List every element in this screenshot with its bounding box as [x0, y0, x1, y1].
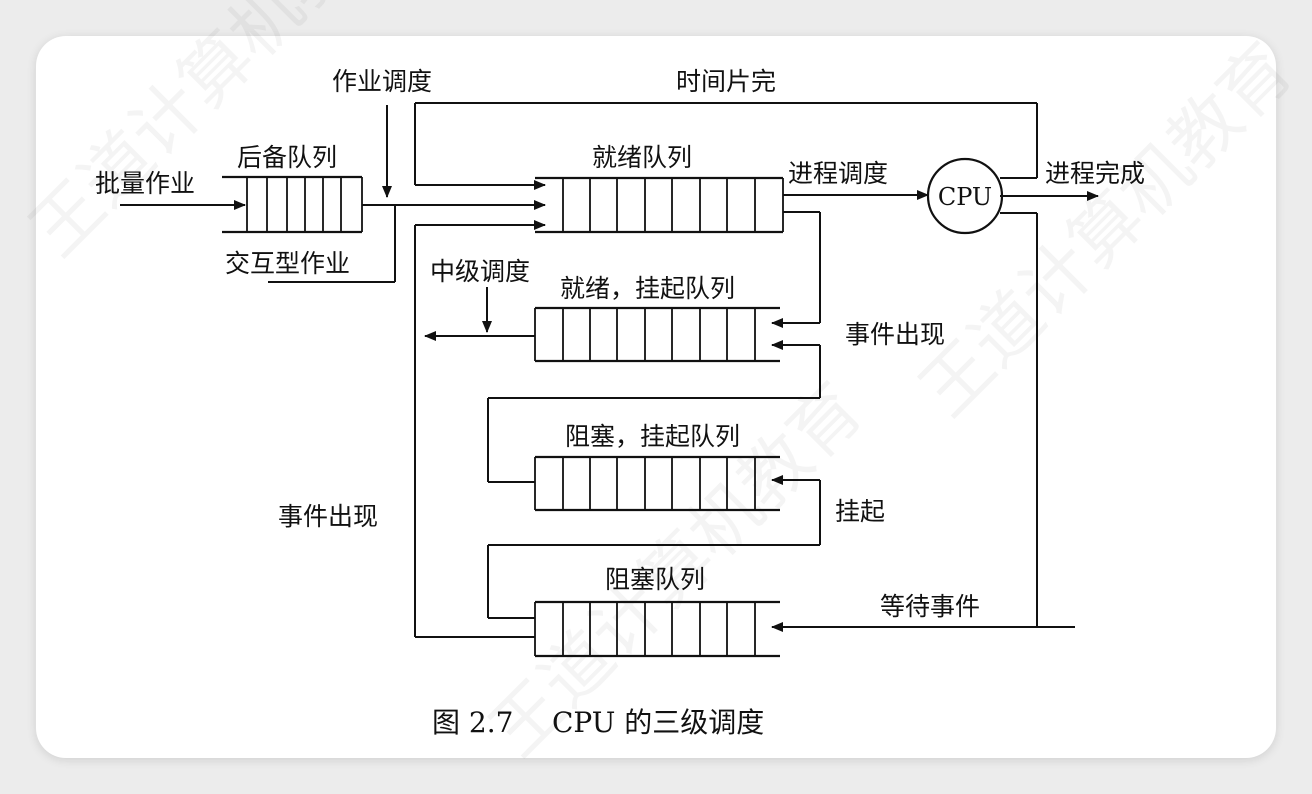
ready-queue-label: 就绪队列 [592, 143, 692, 172]
blocked-queue-label: 阻塞队列 [605, 565, 705, 594]
job-scheduling-label: 作业调度 [332, 67, 432, 96]
ready-suspended-queue-box [534, 306, 780, 363]
blocked-queue-box [534, 600, 780, 658]
figure-caption: CPU 的三级调度 [552, 706, 764, 739]
suspend-label: 挂起 [835, 497, 885, 526]
wait-event-label: 等待事件 [880, 592, 980, 621]
connectors [120, 102, 1099, 638]
process-scheduling-label: 进程调度 [788, 159, 888, 188]
blocked-suspended-queue-box [534, 455, 780, 512]
time-slice-end-label: 时间片完 [676, 67, 776, 96]
figure-number: 图 2.7 [432, 706, 513, 739]
medium-scheduling-label: 中级调度 [430, 257, 530, 286]
event-occurs-left-label: 事件出现 [278, 502, 378, 531]
ready-queue-box [535, 176, 784, 234]
backup-queue-box [222, 175, 363, 234]
process-complete-label: 进程完成 [1045, 159, 1145, 188]
ready-suspended-queue-label: 就绪，挂起队列 [560, 274, 735, 303]
blocked-suspended-queue-label: 阻塞，挂起队列 [565, 422, 740, 451]
batch-jobs-label: 批量作业 [95, 169, 195, 198]
interactive-jobs-label: 交互型作业 [225, 249, 350, 278]
backup-queue-label: 后备队列 [237, 143, 337, 172]
cpu-label: CPU [938, 183, 992, 211]
event-occurs-right-label: 事件出现 [845, 320, 945, 349]
